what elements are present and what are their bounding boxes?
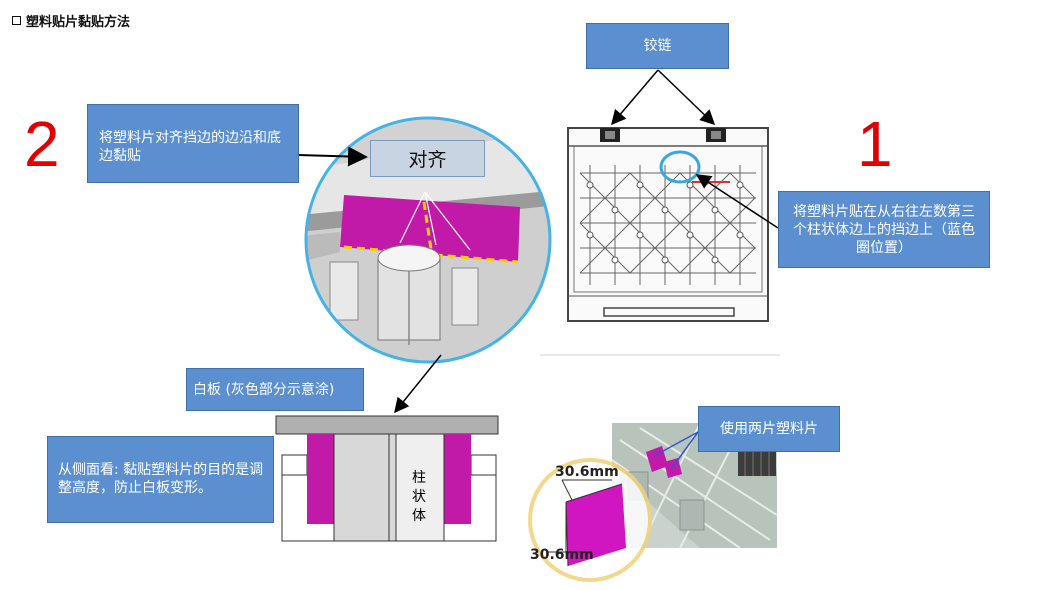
hinge-callout: 铰链 (586, 23, 729, 69)
dimension-label-bottom: 30.6mm (530, 547, 594, 563)
side-view-callout: 从侧面看: 黏贴塑料片的目的是调整高度，防止白板变形。 (47, 436, 274, 523)
align-instruction-callout: 将塑料片对齐挡边的边沿和底边黏贴 (87, 104, 299, 183)
column-label-char-3: 体 (412, 508, 426, 524)
board-diagram (567, 127, 769, 322)
step-number-1: 1 (857, 108, 893, 180)
highlight-circle (659, 150, 701, 184)
page-title: 塑料贴片黏贴方法 (12, 11, 130, 30)
dimension-label-top: 30.6mm (555, 464, 619, 480)
page-title-text: 塑料贴片黏贴方法 (26, 15, 131, 30)
column-label-char-1: 柱 (412, 470, 426, 486)
two-pieces-callout: 使用两片塑料片 (698, 406, 840, 452)
checkbox-bullet-icon (12, 16, 21, 25)
zoom-detail (304, 116, 552, 364)
column-label-char-2: 状 (412, 489, 426, 505)
side-view-diagram (275, 415, 499, 542)
hinge-icon-right (706, 128, 726, 142)
hinge-icon-left (600, 128, 620, 142)
placement-instruction-callout: 将塑料片贴在从右往左数第三个柱状体边上的挡边上（蓝色圈位置） (778, 191, 990, 268)
align-label-box: 对齐 (370, 140, 485, 177)
whiteboard-callout: 白板 (灰色部分示意涂) (186, 368, 364, 411)
step-number-2: 2 (24, 108, 60, 180)
